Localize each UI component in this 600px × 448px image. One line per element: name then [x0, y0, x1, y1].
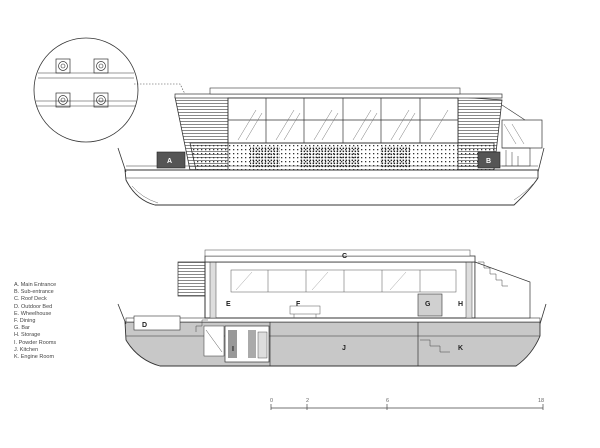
- room-legend: A. Main Entrance B. Sub-entrance C. Roof…: [14, 282, 56, 361]
- section-hull: [124, 321, 541, 367]
- main-entrance-box: [156, 151, 186, 169]
- sub-entrance-box: [477, 151, 501, 169]
- label-g: G: [425, 301, 431, 308]
- elevation-view: A B: [117, 87, 545, 206]
- legend-item: J. Kitchen: [14, 346, 39, 353]
- label-c: C: [342, 253, 347, 260]
- label-j: J: [342, 345, 346, 352]
- detail-callout: [33, 37, 186, 143]
- detail-fixture: [93, 92, 109, 108]
- scale-tick-18: 18: [538, 398, 544, 404]
- legend-item: B. Sub-entrance: [14, 289, 54, 296]
- legend-item: E. Wheelhouse: [14, 310, 52, 317]
- roof-deck: [204, 255, 476, 263]
- legend-item: C. Roof Deck: [14, 296, 47, 303]
- callout-leader: [134, 83, 186, 95]
- scale-tick-2: 2: [306, 398, 309, 404]
- label-b: B: [486, 158, 491, 165]
- label-i: I: [232, 346, 234, 353]
- legend-item: G. Bar: [14, 325, 30, 332]
- legend-item: A. Main Entrance: [14, 282, 57, 288]
- detail-fixture: [55, 58, 71, 74]
- detail-fixture: [55, 92, 71, 108]
- scale-tick-0: 0: [270, 398, 273, 404]
- label-k: K: [458, 345, 463, 352]
- legend-item: D. Outdoor Bed: [14, 303, 53, 310]
- detail-fixture: [93, 58, 109, 74]
- label-f: F: [296, 301, 301, 308]
- label-d: D: [142, 322, 147, 329]
- section-view: D C E F G H I J: [117, 249, 547, 367]
- label-a: A: [167, 158, 172, 165]
- legend-item: F. Dining: [14, 318, 36, 325]
- legend-item: H. Storage: [14, 332, 41, 339]
- scale-tick-6: 6: [386, 398, 389, 404]
- elevation-hull: [124, 169, 539, 206]
- label-h: H: [458, 301, 463, 308]
- scale-bar: 0 2 6 18: [270, 398, 544, 410]
- legend-item: I. Powder Rooms: [14, 339, 57, 346]
- bar-box: [417, 293, 443, 317]
- legend-item: K. Engine Room: [14, 354, 55, 361]
- label-e: E: [226, 301, 231, 308]
